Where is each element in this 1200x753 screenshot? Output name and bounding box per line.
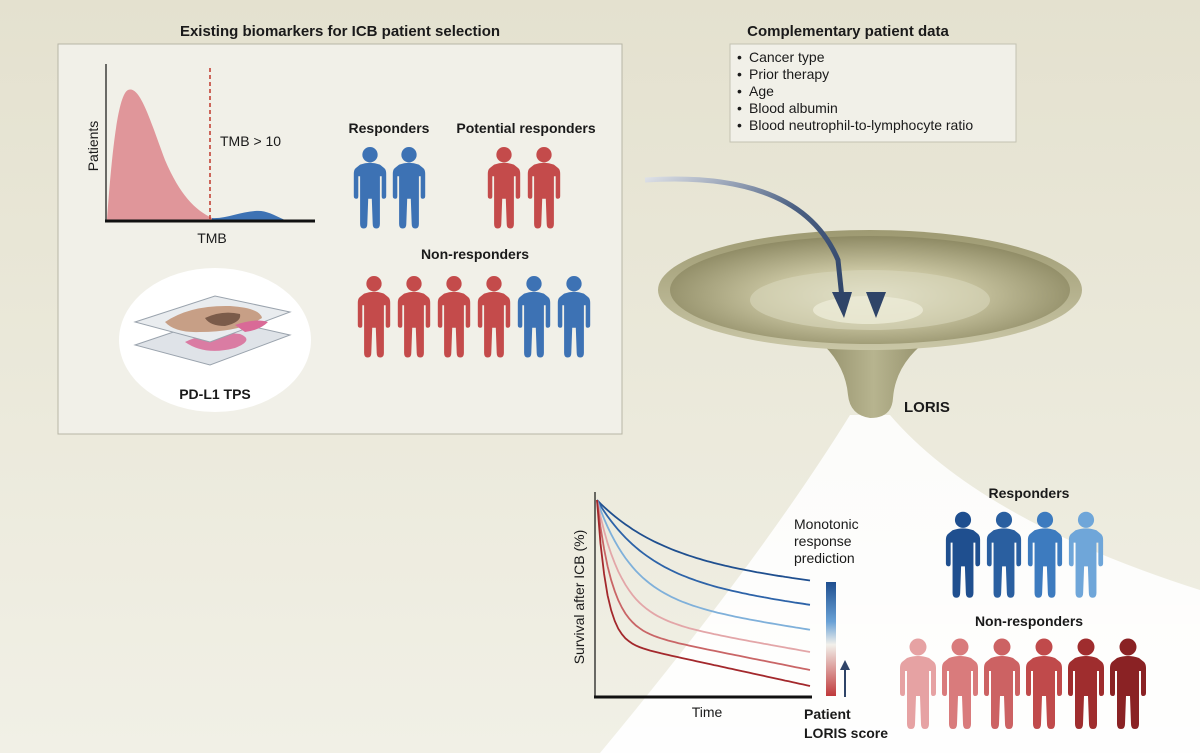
list-item: Cancer type <box>749 49 825 65</box>
list-item: Age <box>749 83 774 99</box>
histogram-ylabel: Patients <box>85 121 101 172</box>
arrow-head-left <box>832 292 852 318</box>
light-beam <box>600 415 1200 753</box>
survival-curve <box>596 499 811 582</box>
potential-responders-label: Potential responders <box>456 120 595 136</box>
list-bullet: • <box>737 49 742 65</box>
legend-title-line3: prediction <box>794 550 855 566</box>
survival-curve <box>596 499 811 687</box>
survival-curve <box>596 499 811 653</box>
list-item: Blood neutrophil-to-lymphocyte ratio <box>749 117 973 133</box>
scale-arrow-head <box>840 660 850 670</box>
pdl1-slides-illustration: PD-L1 TPS <box>119 268 311 412</box>
pdl1-label: PD-L1 TPS <box>179 386 251 402</box>
right-panel <box>729 43 1017 143</box>
patient-data-list: • Cancer type • Prior therapy • Age • Bl… <box>737 49 973 133</box>
survival-curve <box>596 499 811 631</box>
list-bullet: • <box>737 66 742 82</box>
funnel-center <box>813 296 923 324</box>
survival-curve <box>596 499 811 671</box>
left-panel-title: Existing biomarkers for ICB patient sele… <box>180 23 500 40</box>
histogram-xlabel: TMB <box>197 230 227 246</box>
loris-funnel: LORIS <box>658 230 1082 418</box>
scale-label-line2: LORIS score <box>804 725 888 741</box>
loris-color-scale <box>826 582 836 696</box>
arrow-head-right <box>866 292 886 318</box>
scale-label-line1: Patient <box>804 706 851 722</box>
threshold-label: TMB > 10 <box>220 133 281 149</box>
slide-top-pink <box>235 320 268 332</box>
responders-label-right: Responders <box>989 485 1070 501</box>
survival-curves <box>596 499 811 687</box>
nonresponders-label-right: Non-responders <box>975 613 1083 629</box>
list-bullet: • <box>737 117 742 133</box>
histogram-below-threshold <box>107 89 212 220</box>
list-item: Blood albumin <box>749 100 838 116</box>
survival-plot: Survival after ICB (%) Time Monotonic re… <box>571 492 888 741</box>
histogram-above-threshold <box>212 210 285 220</box>
funnel-label: LORIS <box>904 399 950 416</box>
list-bullet: • <box>737 100 742 116</box>
survival-ylabel: Survival after ICB (%) <box>571 530 587 665</box>
nonresponders-label-left: Non-responders <box>421 246 529 262</box>
input-arrows <box>644 152 886 318</box>
survival-xlabel: Time <box>692 704 723 720</box>
list-bullet: • <box>737 83 742 99</box>
legend-title-line2: response <box>794 533 852 549</box>
list-item: Prior therapy <box>749 66 829 82</box>
legend-title-line1: Monotonic <box>794 516 859 532</box>
funnel-stem <box>812 335 935 418</box>
responders-label-left: Responders <box>349 120 430 136</box>
survival-curve <box>596 499 811 606</box>
tmb-histogram: TMB > 10 TMB Patients <box>85 64 315 246</box>
slide-top-stain <box>205 312 241 326</box>
right-panel-title: Complementary patient data <box>747 23 949 40</box>
arrow-from-biomarkers <box>644 176 845 299</box>
